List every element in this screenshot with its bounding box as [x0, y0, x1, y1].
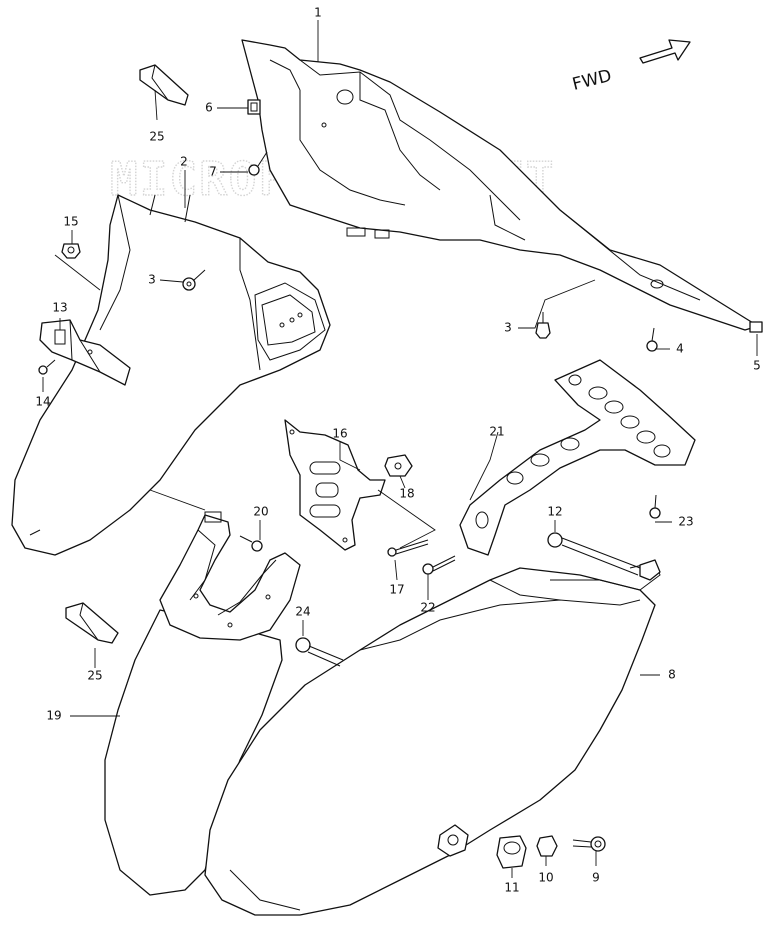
callout-20: 20	[253, 505, 268, 519]
part-5-clip	[749, 321, 763, 333]
forward-direction-indicator: FWD	[570, 39, 691, 95]
callout-16: 16	[332, 427, 347, 441]
part-18-nut	[384, 454, 413, 477]
part-25-spacer-upper	[139, 64, 189, 106]
callout-18: 18	[399, 487, 414, 501]
callout-2: 2	[180, 155, 188, 169]
leader-lines	[42, 20, 758, 878]
callout-8: 8	[668, 668, 676, 682]
callout-7: 7	[209, 165, 217, 179]
part-15-nut	[61, 243, 81, 259]
part-12-bolt	[547, 532, 661, 581]
callout-labels: 1 2 3 3 4 5 6 7 8 9 10 11 12 13 14 15 16…	[35, 6, 760, 895]
part-1-inner-cover	[241, 39, 759, 331]
part-23-screw	[649, 494, 661, 519]
callout-3-lower: 3	[504, 321, 512, 335]
part-19-mud-guard	[104, 511, 301, 896]
part-20-screw	[239, 535, 263, 552]
callout-3-upper: 3	[148, 273, 156, 287]
callout-1: 1	[314, 6, 322, 20]
callout-5: 5	[753, 359, 761, 373]
callout-17: 17	[389, 583, 404, 597]
part-3-screw-upper	[182, 269, 206, 291]
part-25-spacer-lower	[65, 602, 119, 644]
callout-22: 22	[420, 601, 435, 615]
callout-25-lower: 25	[87, 669, 102, 683]
part-7-screw	[248, 151, 268, 176]
part-24-bolt	[295, 637, 344, 667]
part-9-bolt	[572, 836, 606, 852]
part-10-collar	[536, 835, 558, 857]
fwd-arrow-icon	[639, 39, 691, 64]
fwd-label: FWD	[570, 66, 613, 95]
part-17-screw	[387, 539, 429, 557]
part-11-grommet	[496, 835, 527, 869]
callout-12: 12	[547, 505, 562, 519]
part-3-screw-lower	[535, 312, 551, 339]
callout-10: 10	[538, 871, 553, 885]
callout-15: 15	[63, 215, 78, 229]
callout-23: 23	[678, 515, 693, 529]
part-6-clip	[247, 99, 261, 115]
callout-21: 21	[489, 425, 504, 439]
part-22-screw	[422, 555, 456, 575]
part-8-rear-fender	[204, 561, 661, 916]
callout-4: 4	[676, 342, 684, 356]
part-16-plate	[284, 419, 386, 551]
callout-11: 11	[504, 881, 519, 895]
callout-25-upper: 25	[149, 130, 164, 144]
callout-14: 14	[35, 395, 50, 409]
callout-6: 6	[205, 101, 213, 115]
part-4-screw	[646, 327, 658, 352]
callout-13: 13	[52, 301, 67, 315]
part-14-screw	[38, 359, 56, 375]
callout-24: 24	[295, 605, 310, 619]
part-21-bracket	[459, 359, 696, 556]
callout-19: 19	[46, 709, 61, 723]
callout-9: 9	[592, 871, 600, 885]
part-2-front-fender	[11, 194, 331, 556]
